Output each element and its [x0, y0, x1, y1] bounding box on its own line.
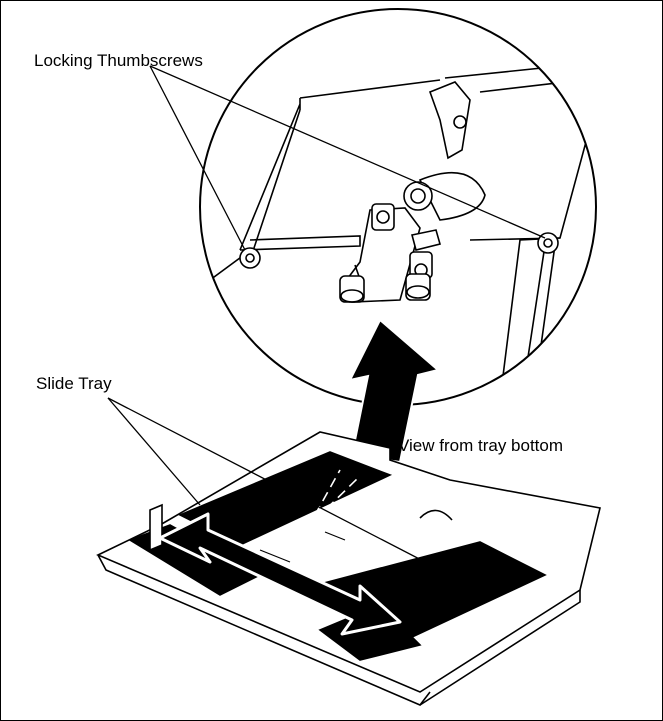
view-from-tray-bottom-label: View from tray bottom	[398, 436, 564, 455]
slide-tray-label: Slide Tray	[36, 374, 112, 393]
view-arrow	[348, 318, 441, 464]
slide-direction-arrow	[158, 512, 402, 636]
locking-thumbscrews-label: Locking Thumbscrews	[34, 51, 203, 70]
detail-view-circle	[149, 8, 597, 406]
slide-tray	[96, 431, 601, 706]
